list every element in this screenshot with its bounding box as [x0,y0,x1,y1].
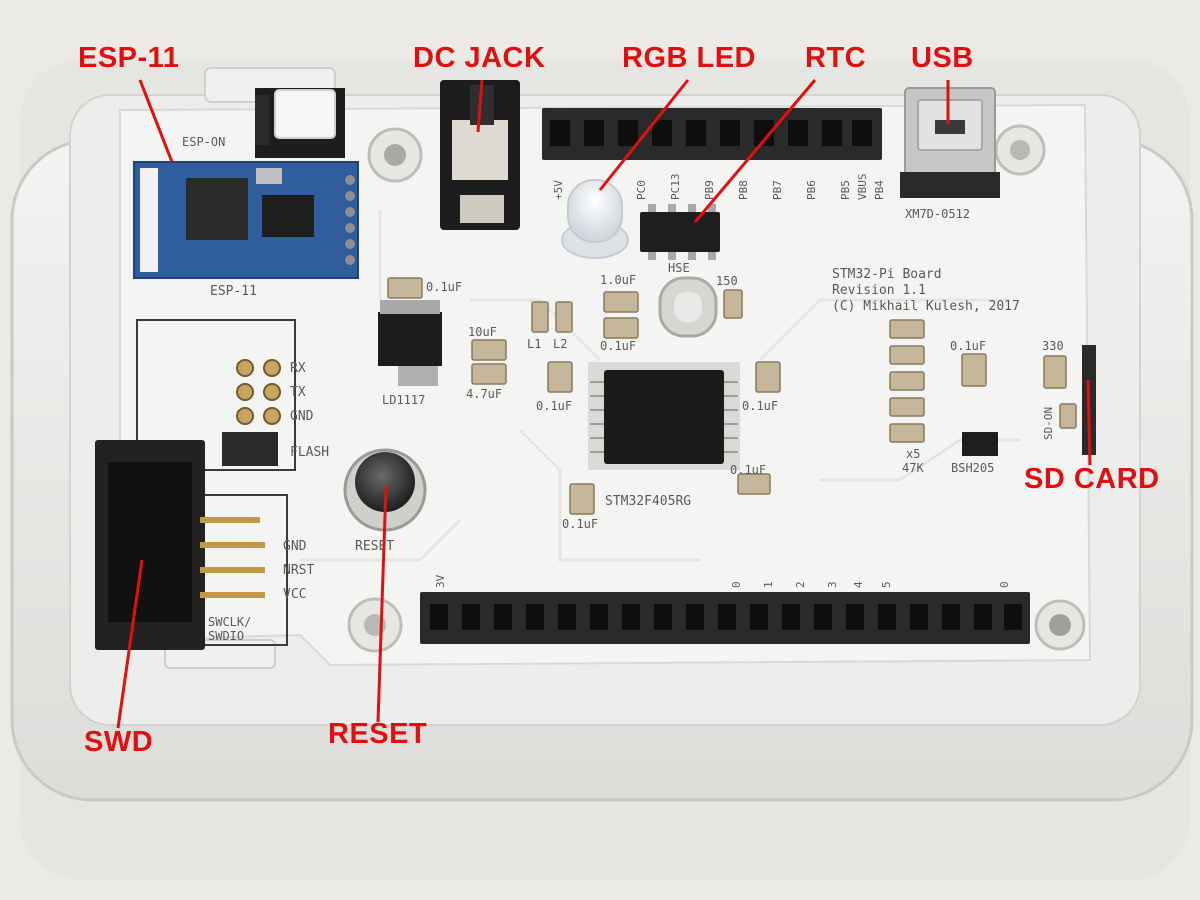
silk-cap-c: 0.1uF [536,399,572,413]
silk-esp-module: ESP-11 [210,284,257,299]
silk-board-title: STM32-Pi Board [832,267,942,282]
callout-esp11: ESP-11 [78,42,180,74]
silk-sd-on: SD-ON [1042,407,1055,440]
rtc-chip [640,204,720,260]
bottom-pin-label-4: 3 [826,581,839,588]
bottom-pin-label-2: 1 [762,581,775,588]
top-pin-label-0: +5V [552,180,565,200]
callout-reset: RESET [328,718,428,750]
leader-esp11 [138,79,174,163]
silk-swclk: SWCLK/ [208,615,251,629]
silk-cap-b: 0.1uF [600,339,636,353]
top-pin-label-8: PB4 [873,180,886,200]
leader-reset [376,485,388,723]
silk-rx: RX [290,361,306,376]
silk-330: 330 [1042,339,1064,353]
callout-dc-jack: DC JACK [413,42,546,74]
esp11-module [133,161,359,279]
usb-connector [900,87,1000,198]
swd-connector [95,440,288,650]
top-pin-label-2: PC13 [669,174,682,201]
silk-regulator: LD1117 [382,393,425,407]
silk-tx: TX [290,385,306,400]
bottom-pin-label-3: 2 [794,581,807,588]
silk-swdio: SWDIO [208,629,244,643]
bottom-pin-label-0: 3V [434,574,447,588]
bottom-pin-label-5: 4 [852,581,865,588]
callout-leader-lines [116,79,1092,729]
top-header [542,108,882,160]
silk-mcu: STM32F405RG [605,494,691,509]
silk-hse: HSE [668,261,690,275]
esp-power-connector [255,88,345,158]
silk-cap-e: 0.1uF [730,463,766,477]
dc-jack [440,80,520,230]
silk-flash: FLASH [290,445,329,460]
silk-x5: x5 [906,447,920,461]
silk-swd-gnd: GND [283,539,307,554]
callout-usb: USB [911,42,974,74]
silk-cap-a: 0.1uF [426,280,462,294]
smd-components [387,277,1077,515]
leader-swd [116,559,144,729]
bsh205-transistor [962,432,998,456]
callout-sd-card: SD CARD [1024,463,1160,495]
silk-reset: RESET [355,539,394,554]
top-pin-label-7: PB5 [839,180,852,200]
leader-sd-card [1086,379,1092,466]
ld1117-regulator [378,300,442,386]
leader-rtc [693,79,817,223]
top-pin-label-3: PB9 [703,180,716,200]
callout-rtc: RTC [805,42,867,74]
silk-cap-47uf: 4.7uF [466,387,502,401]
silk-150: 150 [716,274,738,288]
silk-cap-g: 0.1uF [950,339,986,353]
silk-uart-gnd: GND [290,409,314,424]
mcu-chip [588,362,740,470]
rgb-led [561,179,629,259]
top-pin-label-6: PB6 [805,180,818,200]
top-pin-label-4: PB8 [737,180,750,200]
callout-rgb-led: RGB LED [622,42,756,74]
top-pin-label-9: VBUS [856,174,869,201]
silkscreen-text: STM32-Pi Board Revision 1.1 (C) Mikhail … [182,135,1064,643]
silk-l2: L2 [553,337,567,351]
silk-cap-1uf: 1.0uF [600,273,636,287]
silk-revision: Revision 1.1 [832,283,926,298]
hse-crystal [658,276,718,338]
silk-swd-vcc: VCC [283,587,306,602]
silk-cap-10uf: 10uF [468,325,497,339]
uart-pins [136,319,296,471]
bottom-header-pin-labels: 3V 0 1 2 3 4 5 0 [434,574,1011,588]
leader-rgb-led [598,79,690,191]
silk-copyright: (C) Mikhail Kulesh, 2017 [832,299,1020,314]
silk-usb-part: XM7D-0512 [905,207,970,221]
silk-cap-d: 0.1uF [742,399,778,413]
top-pin-label-1: PC0 [635,180,648,200]
silk-47k: 47K [902,461,924,475]
bottom-header [420,592,1030,644]
top-pin-label-5: PB7 [771,180,784,200]
silk-bsh: BSH205 [951,461,994,475]
silk-cap-f: 0.1uF [562,517,598,531]
top-header-pin-labels: +5V PC0 PC13 PB9 PB8 PB7 PB6 PB5 PB4 VBUS [552,174,886,201]
silk-esp-on: ESP-ON [182,135,225,149]
silk-swd-nrst: NRST [283,563,314,578]
silk-l1: L1 [527,337,541,351]
leader-dc-jack [476,79,484,133]
bottom-pin-label-1: 0 [730,581,743,588]
bottom-pin-label-7: 0 [998,581,1011,588]
callout-swd: SWD [84,726,154,758]
bottom-pin-label-6: 5 [880,581,893,588]
